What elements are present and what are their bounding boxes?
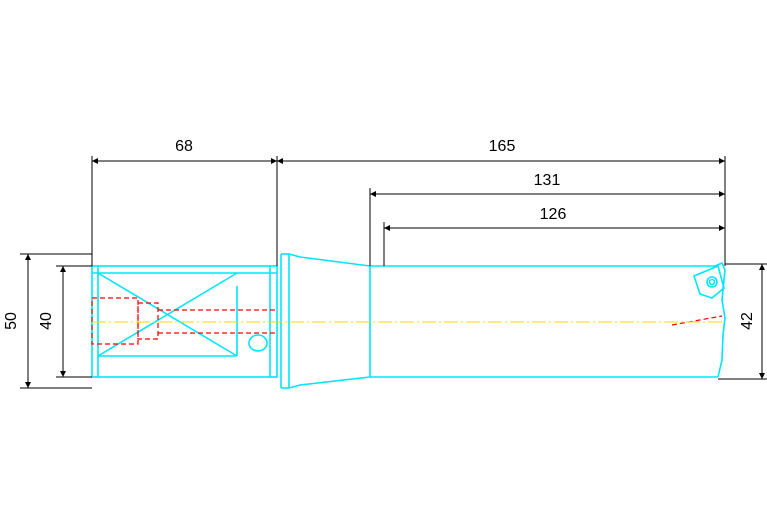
dim-text-126: 126 xyxy=(540,206,567,223)
dim-text-165: 165 xyxy=(489,138,516,155)
dim-text-50: 50 xyxy=(3,312,20,330)
insert-pocket xyxy=(693,264,725,299)
taper-top xyxy=(288,253,371,267)
coolant-bore-1 xyxy=(91,297,139,345)
cutting-end xyxy=(714,261,726,378)
dim-text-42: 42 xyxy=(739,312,756,330)
coolant-bore-2 xyxy=(137,302,159,340)
dim-text-40: 40 xyxy=(38,312,55,330)
insert-screw xyxy=(706,276,718,288)
insert-screw-inner xyxy=(708,278,716,286)
dim-text-131: 131 xyxy=(534,172,561,189)
hidden-lines xyxy=(91,297,723,345)
shank-cross-2 xyxy=(97,272,238,357)
taper-bottom xyxy=(288,376,371,389)
dimension-labels: 68 165 131 126 50 40 42 xyxy=(3,138,756,330)
shank-hole xyxy=(248,334,268,352)
tool-outline xyxy=(91,253,726,389)
dim-text-68: 68 xyxy=(175,138,193,155)
coolant-exit xyxy=(671,315,723,326)
dimensions xyxy=(20,156,767,389)
